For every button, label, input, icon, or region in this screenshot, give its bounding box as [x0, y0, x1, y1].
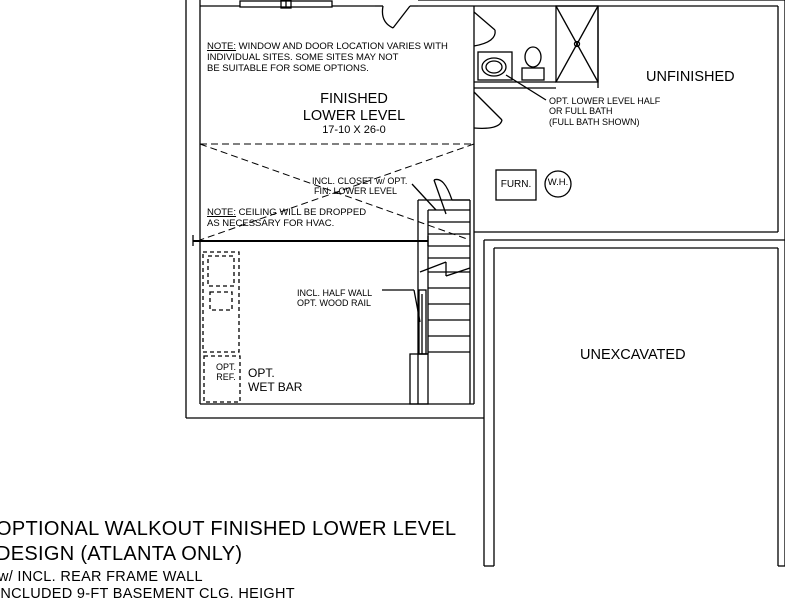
- site-note-line1: WINDOW AND DOOR LOCATION VARIES WITH: [236, 41, 448, 52]
- water-heater-label: W.H.: [547, 177, 569, 188]
- ceiling-note: NOTE: CEILING WILL BE DROPPED AS NECESSA…: [207, 207, 367, 230]
- finished-room-line2: LOWER LEVEL: [302, 107, 406, 124]
- closet-callout-line2: FIN. LOWER LEVEL: [314, 186, 398, 197]
- title-line3: w/ INCL. REAR FRAME WALL: [0, 569, 203, 585]
- wet-bar-label: OPT. WET BAR: [248, 366, 303, 395]
- closet-callout-line1: INCL. CLOSET w/ OPT.: [312, 176, 408, 186]
- bath-callout-line3: (FULL BATH SHOWN): [549, 116, 640, 127]
- half-wall-callout-line2: OPT. WOOD RAIL: [297, 298, 372, 309]
- finished-room-label: FINISHED LOWER LEVEL 17-10 X 26-0: [286, 91, 422, 137]
- finished-room-dimensions: 17-10 X 26-0: [322, 124, 386, 137]
- wet-bar-label-line1: OPT.: [248, 366, 275, 380]
- bathroom: [473, 5, 599, 129]
- title-line1: OPTIONAL WALKOUT FINISHED LOWER LEVEL: [0, 518, 457, 540]
- ref-label-line1: OPT.: [215, 362, 236, 372]
- bath-callout-line2: OR FULL BATH: [549, 106, 613, 117]
- site-note-line2: INDIVIDUAL SITES. SOME SITES MAY NOT: [207, 51, 399, 63]
- title-line4: INCLUDED 9-FT BASEMENT CLG. HEIGHT: [0, 586, 295, 602]
- ceiling-note-line1: CEILING WILL BE DROPPED: [236, 207, 367, 218]
- mechanical: [495, 169, 572, 201]
- site-note-line3: BE SUITABLE FOR SOME OPTIONS.: [207, 62, 369, 74]
- finished-room-line1: FINISHED: [320, 91, 388, 107]
- wet-bar: [202, 251, 241, 403]
- bath-callout-line1: OPT. LOWER LEVEL HALF: [549, 96, 661, 106]
- soffit-line: [192, 235, 429, 246]
- ref-label-line2: REF.: [216, 372, 236, 383]
- outer-walls: [185, 0, 785, 567]
- dashed-x: [199, 143, 475, 241]
- unexcavated-label: UNEXCAVATED: [580, 347, 686, 363]
- wet-bar-label-line2: WET BAR: [248, 379, 303, 394]
- top-door: [375, 5, 418, 29]
- ceiling-note-key: NOTE:: [207, 207, 237, 218]
- ref-label: OPT. REF.: [214, 362, 238, 383]
- unfinished-room-label: UNFINISHED: [646, 69, 735, 85]
- closet-callout: INCL. CLOSET w/ OPT. FIN. LOWER LEVEL: [312, 176, 407, 197]
- half-wall-callout: INCL. HALF WALL OPT. WOOD RAIL: [297, 288, 372, 309]
- title-line2: DESIGN (ATLANTA ONLY): [0, 543, 243, 565]
- site-note: NOTE: WINDOW AND DOOR LOCATION VARIES WI…: [207, 41, 448, 75]
- half-wall-callout-line1: INCL. HALF WALL: [297, 288, 373, 298]
- site-note-key: NOTE:: [207, 41, 237, 52]
- furnace-label: FURN.: [500, 179, 532, 190]
- ceiling-note-line2: AS NECESSARY FOR HVAC.: [207, 217, 335, 229]
- stairs: [382, 178, 471, 405]
- bath-callout: OPT. LOWER LEVEL HALF OR FULL BATH (FULL…: [549, 96, 660, 127]
